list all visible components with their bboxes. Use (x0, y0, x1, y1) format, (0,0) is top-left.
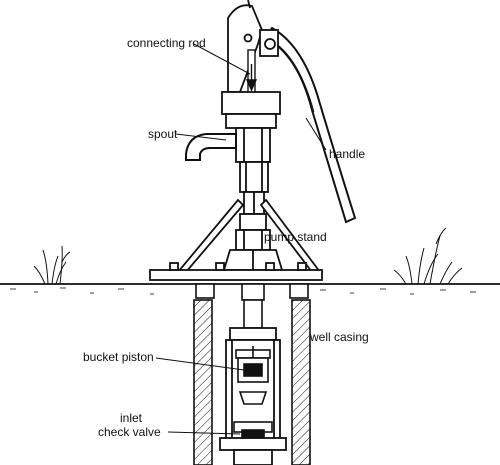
well-casing (193, 299, 311, 465)
pump-head (221, 91, 281, 215)
label-bucket-piston: bucket piston (83, 350, 154, 364)
pump-handle (264, 26, 357, 224)
stand-braces (176, 198, 322, 273)
leader-lines (155, 43, 327, 435)
grass-left (33, 245, 71, 285)
base-plate (149, 262, 323, 281)
bucket-piston (235, 346, 271, 405)
label-inlet-line: inlet (120, 411, 143, 425)
label-connecting-rod: connecting rod (127, 36, 206, 50)
label-well-casing: well casing (310, 330, 369, 344)
label-handle: handle (329, 147, 366, 161)
label-pump-stand: pump stand (264, 230, 327, 244)
drop-pipe (243, 299, 263, 329)
grass-right (393, 227, 463, 285)
label-check-valve-line: check valve (98, 425, 161, 439)
inlet-check-valve (233, 421, 273, 439)
label-spout: spout (148, 127, 178, 141)
footings (195, 283, 309, 301)
label-inlet-check-valve: inlet check valve (98, 411, 161, 439)
